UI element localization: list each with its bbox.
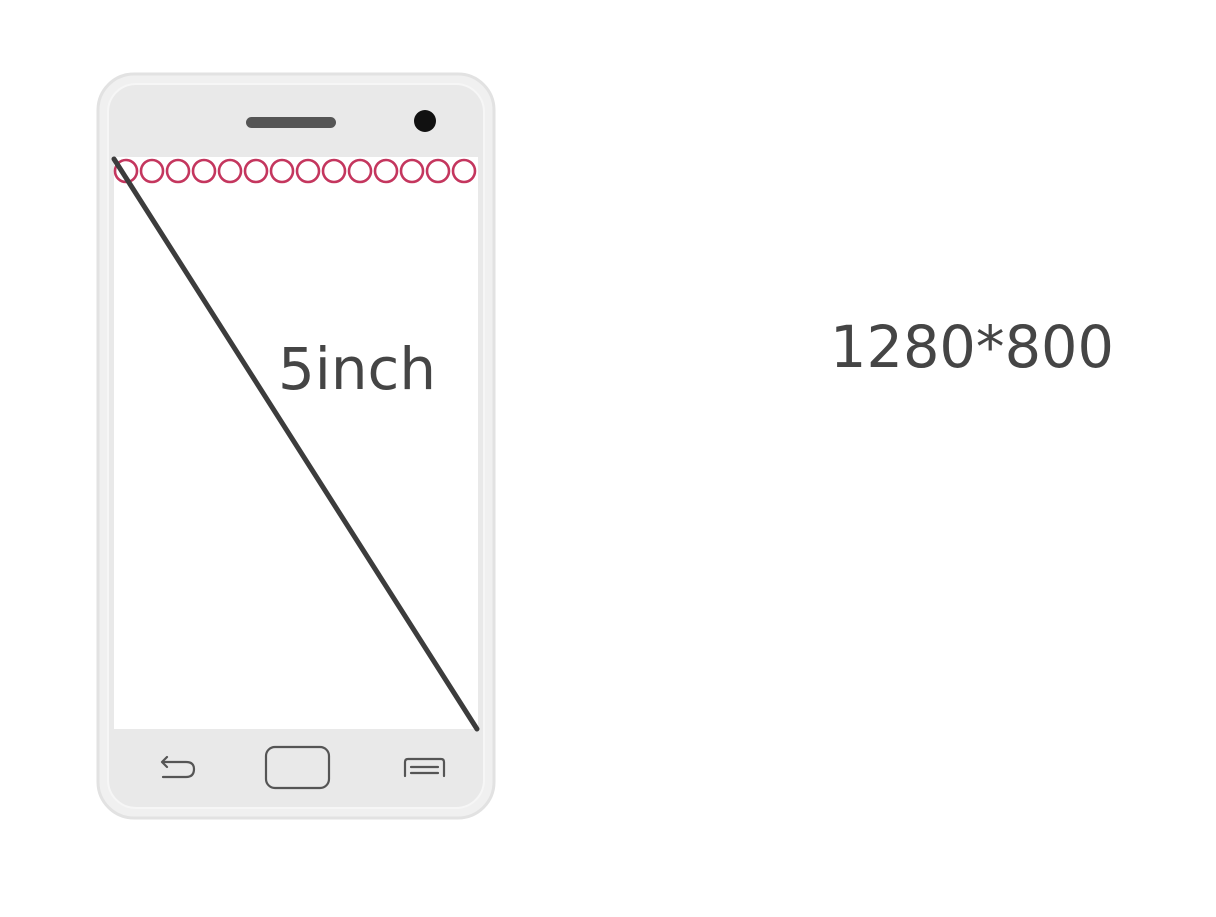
pixel-dot-row xyxy=(113,158,477,184)
pixel-dot xyxy=(139,158,165,184)
resolution-label: 1280*800 xyxy=(830,313,1114,381)
back-arrow-icon xyxy=(160,755,196,779)
camera-dot-icon xyxy=(414,110,436,132)
pixel-dot xyxy=(451,158,477,184)
pixel-dot xyxy=(347,158,373,184)
pixel-dot xyxy=(217,158,243,184)
diagonal-size-label: 5inch xyxy=(278,335,436,403)
menu-lines-icon xyxy=(403,757,446,778)
pixel-dot xyxy=(373,158,399,184)
speaker-grille-icon xyxy=(246,117,336,128)
pixel-dot xyxy=(295,158,321,184)
pixel-dot xyxy=(321,158,347,184)
pixel-dot xyxy=(269,158,295,184)
pixel-dot xyxy=(191,158,217,184)
pixel-dot xyxy=(243,158,269,184)
screen-diagonal-line xyxy=(111,156,480,732)
pixel-dot xyxy=(425,158,451,184)
home-button-icon xyxy=(264,745,331,790)
pixel-dot xyxy=(165,158,191,184)
pixel-dot xyxy=(399,158,425,184)
